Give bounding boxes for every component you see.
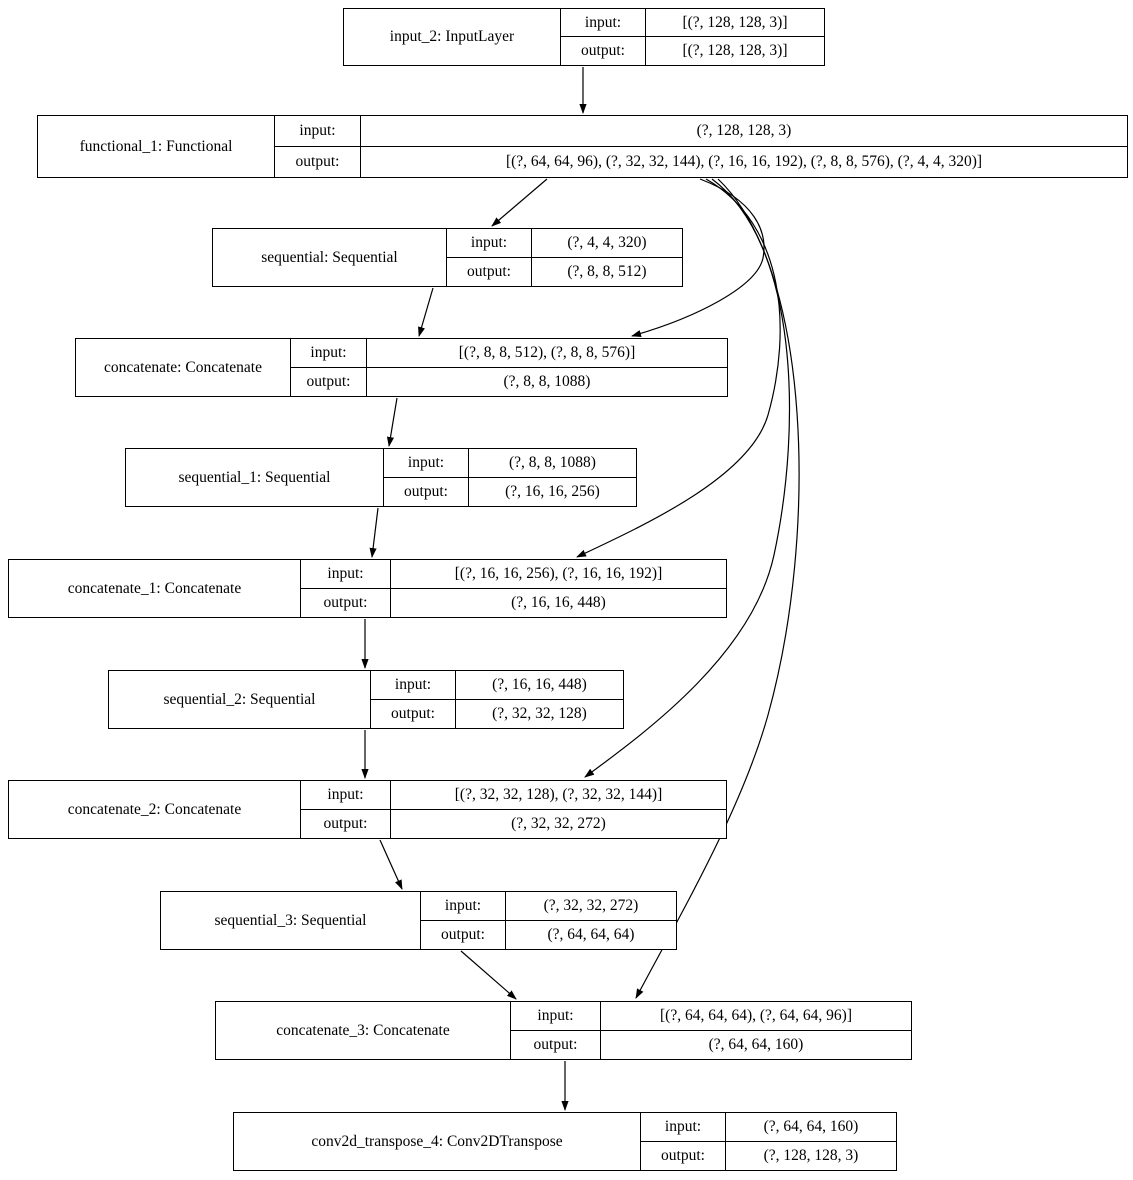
node-title: input_2: InputLayer [344, 9, 561, 65]
output-shape-value: (?, 16, 16, 256) [505, 482, 600, 500]
input-label: input: [291, 339, 367, 368]
output-label: output: [447, 257, 532, 286]
output-shape-value: (?, 8, 8, 512) [567, 262, 647, 280]
output-label: output: [275, 146, 361, 177]
input-shape-value: [(?, 64, 64, 64), (?, 64, 64, 96)] [601, 1002, 911, 1031]
node-title: concatenate_3: Concatenate [216, 1002, 511, 1059]
input-label: input: [511, 1002, 601, 1031]
input-shape-value: (?, 16, 16, 448) [456, 671, 623, 700]
output-label: output: [561, 37, 646, 65]
edge-concatenate_2-to-sequential_3 [379, 839, 403, 890]
output-shape-value: [(?, 128, 128, 3)] [682, 42, 788, 59]
output-label: output: [291, 367, 367, 396]
output-shape-value: (?, 64, 64, 64) [547, 925, 635, 943]
output-label: output: [384, 477, 469, 506]
input-shape-value: (?, 4, 4, 320) [532, 229, 682, 258]
edge-functional_1-to-sequential [491, 178, 548, 227]
input-shape-value: (?, 64, 64, 160) [726, 1113, 896, 1142]
input-shape-value: (?, 128, 128, 3) [361, 116, 1127, 147]
input-label: input: [301, 560, 391, 589]
output-label: output: [511, 1030, 601, 1059]
output-shape-value: [(?, 64, 64, 96), (?, 32, 32, 144), (?, … [505, 152, 983, 170]
input-label: input: [371, 671, 456, 700]
edge-sequential_3-to-concatenate_3 [460, 950, 517, 1000]
input-shape-value: [(?, 8, 8, 512), (?, 8, 8, 576)] [367, 339, 727, 368]
input-label: input: [301, 781, 391, 810]
output-label: output: [301, 809, 391, 838]
edge-concatenate-to-sequential_1 [386, 397, 398, 447]
output-label: output: [641, 1141, 726, 1170]
input-shape-value: (?, 32, 32, 272) [506, 892, 676, 921]
node-title: concatenate_2: Concatenate [9, 781, 301, 838]
output-shape-value: (?, 32, 32, 128) [492, 704, 587, 722]
input-label: input: [447, 229, 532, 258]
node-title: conv2d_transpose_4: Conv2DTranspose [234, 1113, 641, 1170]
input-label: input: [561, 9, 646, 37]
edge-sequential_1-to-concatenate_1 [369, 507, 379, 558]
edge-functional_1-to-concatenate_1 [576, 178, 781, 558]
node-title: sequential_3: Sequential [161, 892, 421, 949]
input-label: input: [421, 892, 506, 921]
output-shape-value: (?, 16, 16, 448) [511, 593, 606, 611]
input-label: input: [384, 449, 469, 478]
node-title: functional_1: Functional [38, 116, 275, 177]
input-shape-value: [(?, 128, 128, 3)] [646, 9, 824, 37]
output-shape-value: (?, 64, 64, 160) [708, 1035, 804, 1053]
node-title: concatenate: Concatenate [76, 339, 291, 396]
node-title: sequential_1: Sequential [126, 449, 384, 506]
input-shape-value: [(?, 32, 32, 128), (?, 32, 32, 144)] [391, 781, 726, 810]
input-shape-value: [(?, 16, 16, 256), (?, 16, 16, 192)] [391, 560, 726, 589]
input-label: input: [275, 116, 361, 147]
node-title: concatenate_1: Concatenate [9, 560, 301, 617]
output-label: output: [301, 588, 391, 617]
input-shape-value: (?, 8, 8, 1088) [469, 449, 636, 478]
edge-sequential-to-concatenate [418, 287, 434, 337]
output-shape-value: (?, 32, 32, 272) [511, 814, 606, 832]
output-shape-value: (?, 8, 8, 1088) [503, 372, 591, 390]
edge-functional_1-to-concatenate [631, 178, 765, 337]
output-label: output: [421, 920, 506, 949]
node-title: sequential_2: Sequential [109, 671, 371, 728]
output-shape-value: (?, 128, 128, 3) [763, 1146, 859, 1164]
output-label: output: [371, 699, 456, 728]
input-label: input: [641, 1113, 726, 1142]
node-title: sequential: Sequential [213, 229, 447, 286]
edge-functional_1-to-concatenate_3 [635, 178, 800, 999]
